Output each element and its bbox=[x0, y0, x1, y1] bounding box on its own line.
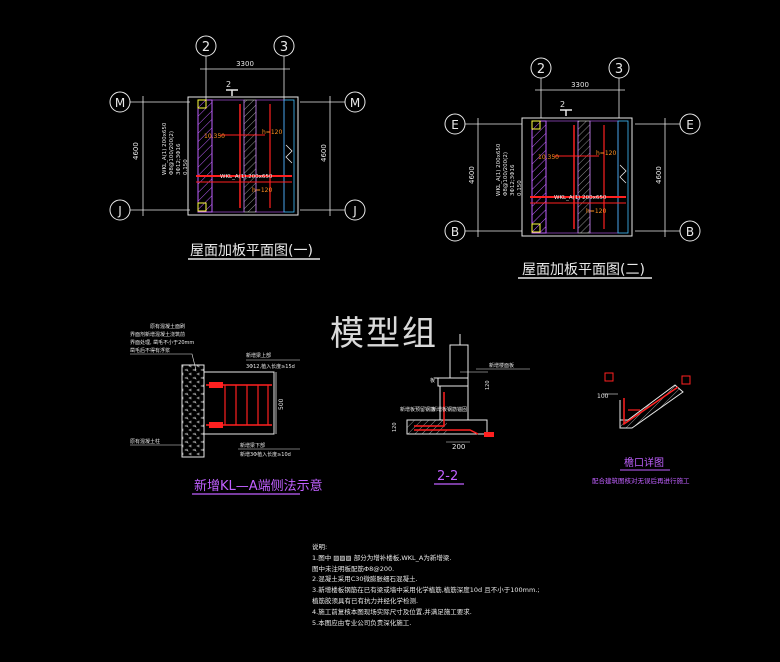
svg-text:2: 2 bbox=[537, 62, 545, 77]
plan1-elev: 10.350 bbox=[204, 133, 225, 140]
s22-label-left: 新增板预留钢筋 bbox=[400, 406, 435, 413]
notes-block: 说明: 1.图中 ▨▨▨ 部分为增补楼板,WKL_A为新增梁. 图中未注明板配筋… bbox=[312, 542, 652, 628]
eave-subtitle: 配合建筑图核对无误后再进行施工 bbox=[592, 476, 690, 485]
s22-label-top: 板 bbox=[430, 377, 435, 384]
svg-text:3Φ12,植入长度≥15d: 3Φ12,植入长度≥15d bbox=[246, 363, 295, 370]
plan2-dim-width: 3300 bbox=[571, 81, 589, 89]
s22-label-right: 新增楼面板 bbox=[489, 362, 514, 369]
plan2-beam-sub: Φ8@100/200(2) bbox=[503, 152, 509, 196]
svg-text:原有混凝土柱: 原有混凝土柱 bbox=[130, 438, 160, 445]
svg-text:新增3Φ植入长度≥10d: 新增3Φ植入长度≥10d bbox=[240, 451, 291, 458]
svg-text:B: B bbox=[451, 225, 459, 239]
svg-text:M: M bbox=[115, 96, 125, 110]
svg-text:J: J bbox=[352, 204, 357, 218]
plan1-beam-label-h: WKL_A(1) 200x650 bbox=[220, 174, 273, 180]
s22-dim-side2: 120 bbox=[485, 380, 491, 390]
svg-text:B: B bbox=[686, 225, 694, 239]
svg-text:新增梁下部: 新增梁下部 bbox=[240, 442, 265, 449]
plan1-dim-width: 3300 bbox=[236, 60, 254, 68]
notes-line: 3.新增楼板钢筋在已有梁或墙中采用化学植筋,植筋深度10d 且不小于100mm.… bbox=[312, 586, 540, 595]
section-2-2: 板 新增楼面板 新增板预留钢筋 新增板钢筋锚固 200 120 120 2-2 bbox=[392, 334, 530, 485]
plan1-dim-height-right: 4600 bbox=[320, 144, 328, 162]
plan1-beam-label: WKL_A(1) 200x650 bbox=[162, 122, 168, 175]
s22-dim-side: 120 bbox=[392, 422, 398, 432]
detail-kl-a: 500 原有混凝土面刷 界面剂新增混凝土浇筑前 界面处理, 凿毛不小于20mm … bbox=[130, 323, 323, 495]
plan2-section-mark: 2 bbox=[560, 100, 565, 109]
axis-m-right: M bbox=[300, 91, 366, 113]
notes-line: 5.本图应由专业公司负责深化施工. bbox=[312, 618, 412, 627]
plan-2: 2 3 3300 2 E E B B bbox=[444, 57, 701, 279]
notes-line: 4.施工前复核本图现场实际尺寸及位置,并满足施工要求. bbox=[312, 607, 472, 616]
svg-text:新增梁上部: 新增梁上部 bbox=[246, 352, 271, 359]
axis-e-right: E bbox=[635, 113, 701, 135]
notes-line: 图中未注明板配筋Φ8@200. bbox=[312, 564, 395, 573]
svg-text:界面剂新增混凝土浇筑前: 界面剂新增混凝土浇筑前 bbox=[130, 331, 185, 338]
plan2-slab: h=120 bbox=[596, 150, 616, 157]
plan2-dim-height-left: 4600 bbox=[468, 166, 476, 184]
plan1-beam-bar2: 0.150 bbox=[183, 159, 189, 175]
plan2-dim-height-right: 4600 bbox=[655, 166, 663, 184]
svg-text:M: M bbox=[350, 96, 360, 110]
axis-b-right: B bbox=[635, 220, 701, 242]
axis-3-bubble-b: 3 bbox=[608, 57, 630, 118]
eave-dim: 100 bbox=[597, 393, 609, 400]
plan2-elev: 10.350 bbox=[538, 154, 559, 161]
plan2-slab-2: h=120 bbox=[586, 208, 606, 215]
plan1-slab-2: h=120 bbox=[252, 187, 272, 194]
plan2-beam-bar2: 0.150 bbox=[517, 180, 523, 196]
kl-dim: 500 bbox=[278, 398, 285, 410]
notes-line: 1.图中 ▨▨▨ 部分为增补楼板,WKL_A为新增梁. bbox=[312, 553, 452, 562]
axis-3-label: 3 bbox=[280, 40, 288, 55]
plan2-beam-bar1: 3Φ12;3Φ16 bbox=[510, 164, 516, 196]
plan1-slab: h=120 bbox=[262, 129, 282, 136]
plan1-section-mark: 2 bbox=[226, 80, 231, 89]
axis-e-left: E bbox=[444, 113, 522, 135]
plan2-beam-label-h: WKL_A(1) 200x650 bbox=[554, 195, 607, 201]
axis-m-left: M bbox=[109, 91, 190, 113]
notes-line: 植筋胶须具有已有抗力并经化学检测. bbox=[312, 596, 419, 605]
s22-dim-bottom: 200 bbox=[452, 443, 465, 451]
axis-2-label: 2 bbox=[202, 40, 210, 55]
plan1-title: 屋面加板平面图(一) bbox=[190, 243, 313, 259]
svg-text:E: E bbox=[686, 118, 694, 132]
axis-2-bubble-b: 2 bbox=[530, 57, 552, 118]
plan2-beam-label: WKL_A(1) 200x650 bbox=[496, 143, 502, 196]
axis-3-bubble: 3 bbox=[273, 35, 295, 100]
axis-b-left: B bbox=[444, 220, 522, 242]
axis-j-right: J bbox=[300, 199, 366, 221]
svg-text:J: J bbox=[117, 204, 122, 218]
plan1-dim-height-left: 4600 bbox=[132, 142, 140, 160]
axis-2-bubble: 2 bbox=[195, 35, 217, 100]
svg-text:凿毛后不得有浮浆: 凿毛后不得有浮浆 bbox=[130, 347, 170, 354]
watermark: 模型组 bbox=[330, 314, 438, 354]
kl-title: 新增KL—A端侧法示意 bbox=[194, 478, 323, 494]
plan-1: 2 3 3300 2 M M J bbox=[109, 35, 366, 260]
svg-text:界面处理, 凿毛不小于20mm: 界面处理, 凿毛不小于20mm bbox=[130, 339, 194, 346]
eave-detail: 100 檐口详图 配合建筑图核对无误后再进行施工 bbox=[592, 372, 691, 485]
plan2-title: 屋面加板平面图(二) bbox=[522, 262, 645, 278]
notes-heading: 说明: bbox=[312, 543, 328, 551]
s22-title: 2-2 bbox=[437, 469, 458, 484]
plan1-beam-sub: Φ8@100/200(2) bbox=[169, 131, 175, 175]
axis-j-left: J bbox=[109, 199, 190, 221]
plan1-beam-bar1: 3Φ12;3Φ16 bbox=[176, 143, 182, 175]
svg-text:E: E bbox=[451, 118, 459, 132]
notes-line: 2.混凝土采用C30微膨胀细石混凝土. bbox=[312, 575, 418, 584]
svg-text:3: 3 bbox=[615, 62, 623, 77]
svg-text:原有混凝土面刷: 原有混凝土面刷 bbox=[150, 323, 185, 330]
eave-title: 檐口详图 bbox=[624, 456, 664, 469]
s22-label-left2: 新增板钢筋锚固 bbox=[432, 406, 467, 413]
